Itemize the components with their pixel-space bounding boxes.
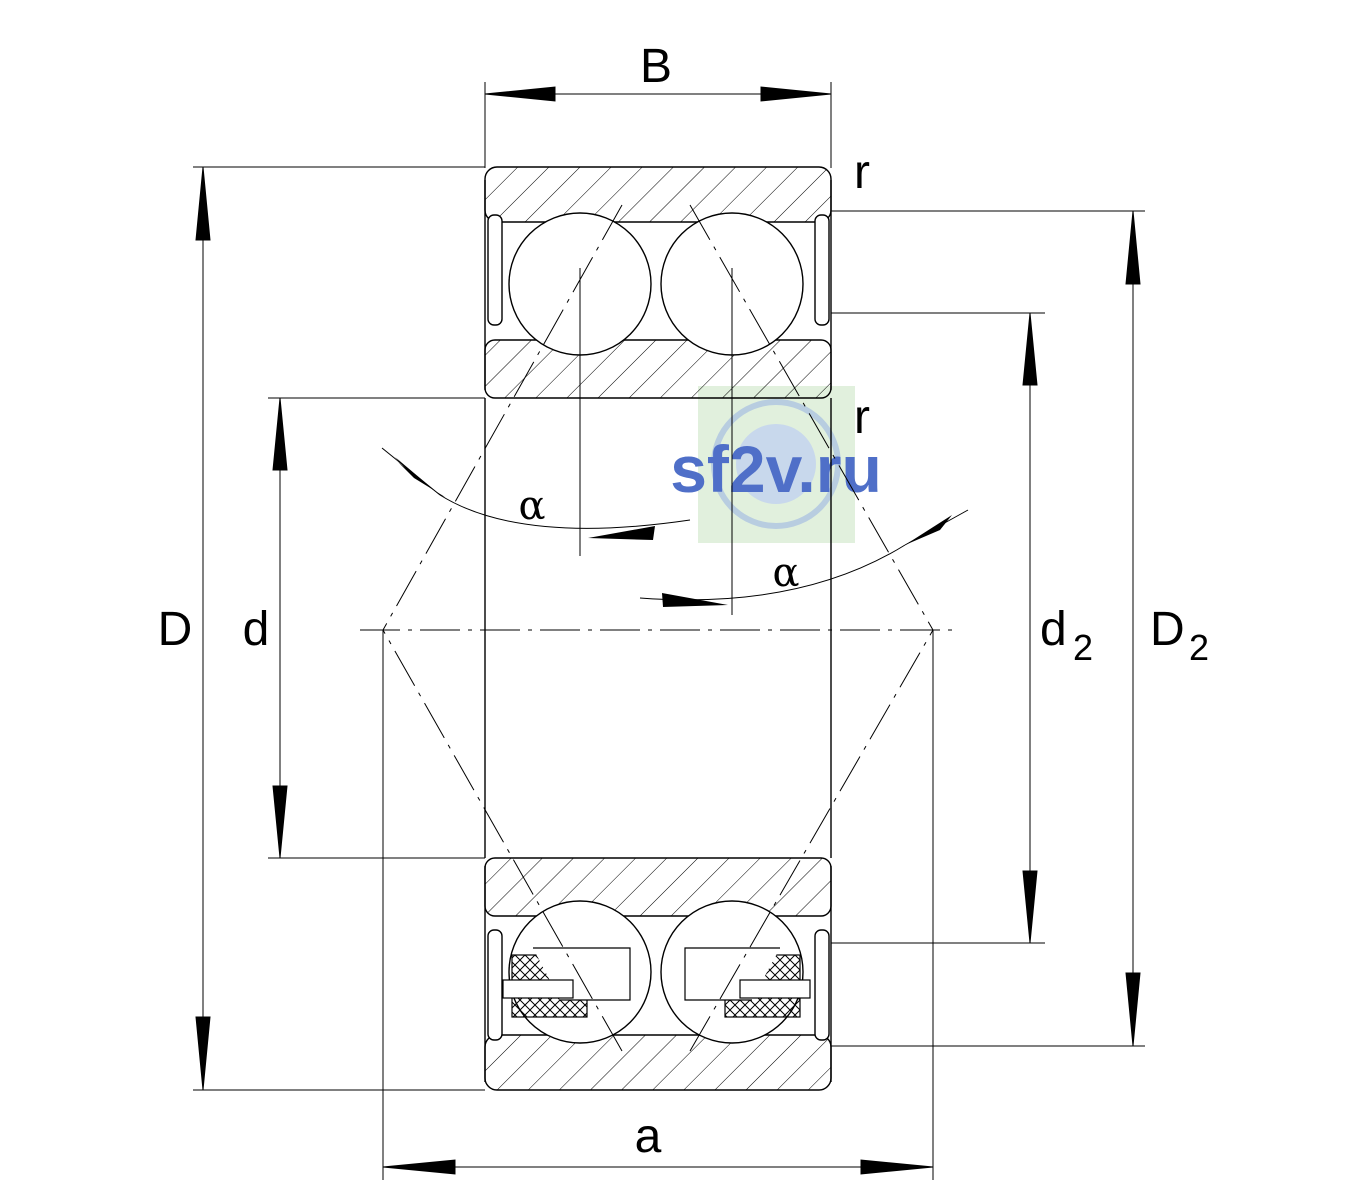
lower-outer-ring [484, 1034, 832, 1091]
label-alpha-left: α [518, 483, 545, 529]
lower-inner-ring [484, 857, 832, 917]
extension-lines [193, 82, 1145, 1180]
cages [502, 947, 811, 1018]
watermark-text: sf2v.ru [670, 432, 882, 506]
labels: B D d d 2 D 2 a r r α α [158, 40, 1209, 1163]
label-a: a [635, 1110, 662, 1163]
dimension-lines [195, 86, 1141, 1175]
watermark-bearing-icon [711, 399, 841, 529]
label-d2-sub: 2 [1073, 627, 1093, 668]
label-d2-main: d [1040, 603, 1067, 656]
ball-axes [579, 268, 733, 615]
upper-outer-ring [484, 166, 832, 223]
watermark: sf2v.ru [670, 386, 882, 543]
seals [487, 214, 830, 1041]
label-b: B [640, 40, 672, 93]
label-r-top: r [854, 146, 870, 199]
rolling-elements [508, 212, 804, 1044]
label-dd2-main: D [1150, 603, 1185, 656]
contact-lines [382, 204, 934, 1052]
label-d-outer: D [158, 603, 193, 656]
label-r-inner: r [854, 391, 870, 444]
label-d-bore: d [243, 603, 270, 656]
upper-inner-ring [484, 339, 832, 399]
label-alpha-right: α [772, 550, 799, 596]
label-dd2-sub: 2 [1189, 627, 1209, 668]
angle-arrows [395, 457, 952, 607]
